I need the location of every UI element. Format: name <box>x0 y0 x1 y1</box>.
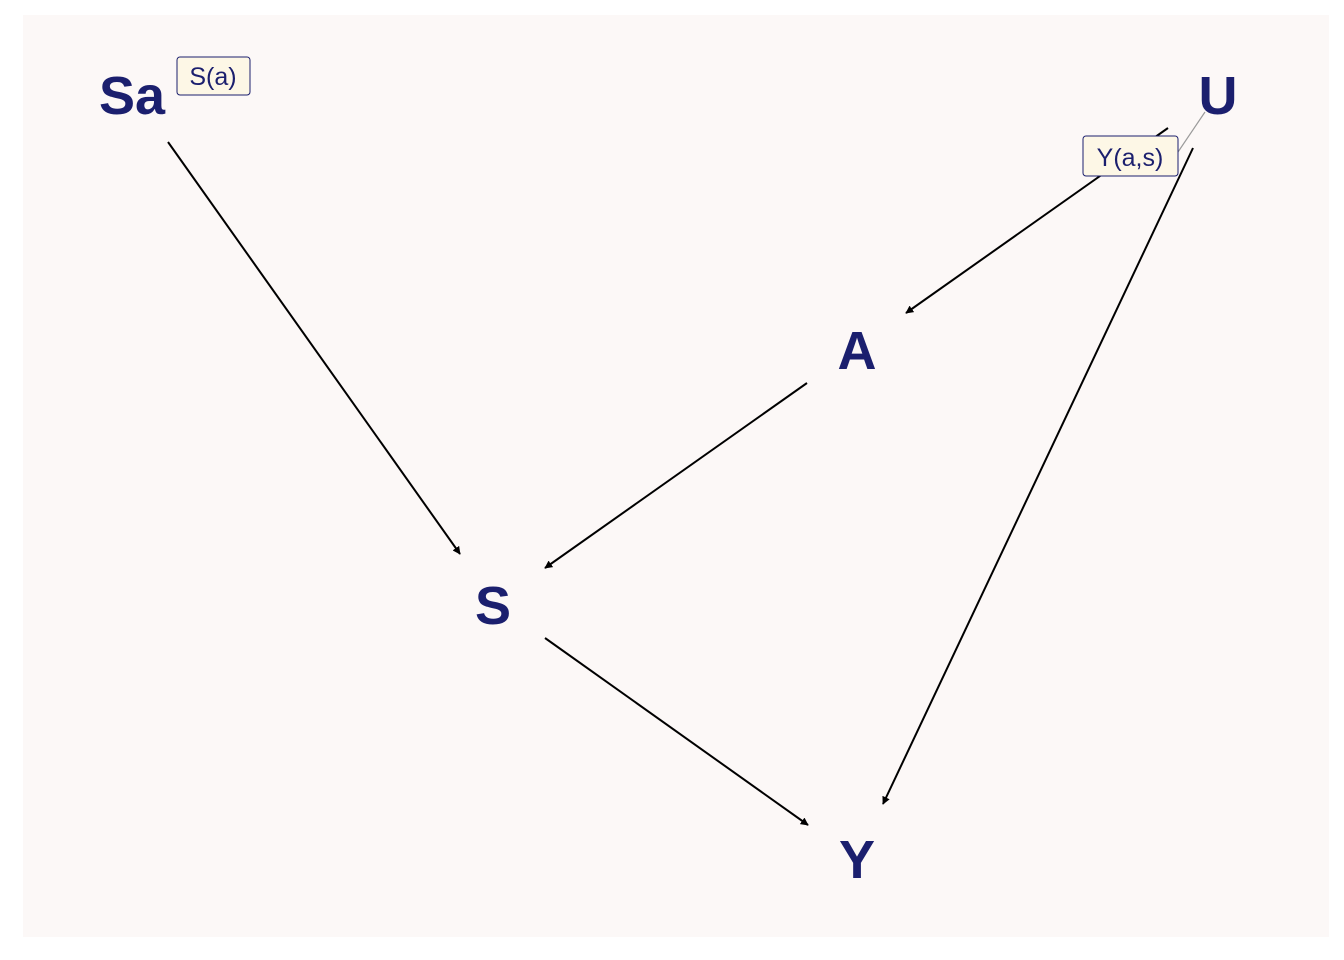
annotation-leader-u <box>1177 111 1206 153</box>
edge-sa-to-s <box>167 141 461 555</box>
node-y: Y <box>839 830 875 890</box>
annotation-sa: S(a) <box>176 56 251 96</box>
node-u: U <box>1199 66 1238 126</box>
annotation-text-u: Y(a,s) <box>1097 144 1164 172</box>
annotation-text-sa: S(a) <box>189 63 236 91</box>
edge-s-to-y <box>544 637 809 826</box>
edge-u-to-y <box>882 147 1194 805</box>
edge-a-to-s <box>544 382 808 569</box>
annotation-box-sa <box>176 56 251 96</box>
node-a: A <box>838 321 877 381</box>
annotation-box-u <box>1082 135 1179 177</box>
annotation-u: Y(a,s) <box>1082 135 1179 177</box>
node-sa: Sa <box>99 66 166 126</box>
nodes: Sa U A S Y <box>99 66 1238 890</box>
node-s: S <box>475 576 511 636</box>
